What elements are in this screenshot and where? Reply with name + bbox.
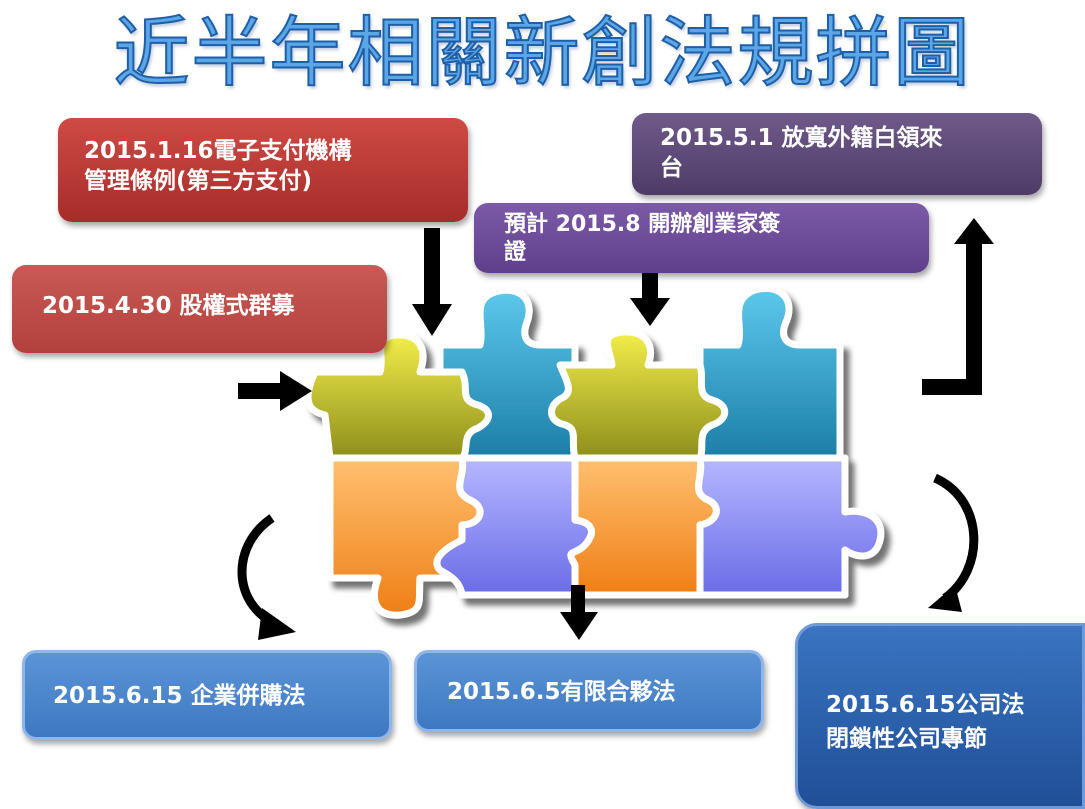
box-llp-act: 2015.6.5有限合夥法: [414, 650, 764, 732]
box-payment-regulation: 2015.1.16電子支付機構 管理條例(第三方支付): [58, 118, 468, 222]
puzzle-piece-olive-2: [548, 328, 729, 462]
box-mna-act: 2015.6.15 企業併購法: [22, 650, 392, 740]
box-company-law-line1: 2015.6.15公司法: [826, 692, 1025, 718]
arrowhead-icon: [258, 608, 296, 640]
box-visa-line1: 預計 2015.8 開辦創業家簽: [504, 212, 781, 237]
puzzle-piece-cyan-2: [696, 285, 844, 462]
arrow-down-icon: [630, 272, 670, 326]
box-payment-line1: 2015.1.16電子支付機構: [84, 138, 352, 164]
puzzle-piece-lavender-2: [695, 454, 885, 599]
box-llp-label: 2015.6.5有限合夥法: [447, 679, 676, 705]
curved-arrow-icon: [237, 514, 275, 626]
box-payment-line2: 管理條例(第三方支付): [84, 168, 313, 194]
box-foreign-line1: 2015.5.1 放寬外籍白領來: [660, 125, 943, 151]
page-title: 近半年相關新創法規拼圖: [113, 7, 972, 98]
box-foreign-white-collar: 2015.5.1 放寬外籍白領來 台: [632, 113, 1042, 195]
arrow-right-icon: [238, 371, 312, 411]
arrow-down-icon: [560, 585, 598, 640]
puzzle-piece-olive-1: [304, 331, 492, 462]
box-mna-label: 2015.6.15 企業併購法: [53, 683, 306, 709]
box-company-law: 2015.6.15公司法 閉鎖性公司專節: [795, 623, 1085, 809]
box-entrepreneur-visa: 預計 2015.8 開辦創業家簽 證: [474, 203, 929, 273]
box-visa-line2: 證: [504, 240, 527, 265]
curved-arrow-icon: [932, 473, 979, 602]
box-foreign-line2: 台: [660, 155, 683, 181]
box-equity-crowdfunding: 2015.4.30 股權式群募: [12, 265, 387, 353]
arrow-down-icon: [412, 228, 452, 336]
arrowhead-icon: [928, 585, 962, 612]
box-crowdfunding-label: 2015.4.30 股權式群募: [42, 293, 295, 319]
box-company-law-line2: 閉鎖性公司專節: [826, 726, 987, 752]
arrow-up-icon: [922, 218, 994, 395]
